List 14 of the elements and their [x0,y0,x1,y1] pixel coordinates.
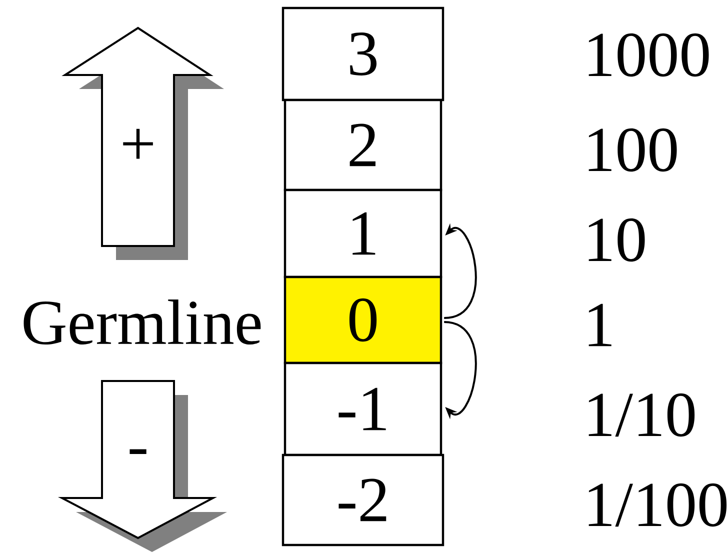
level-box: -2 [282,454,444,546]
level-box: 1 [284,188,442,278]
curved-arrow [444,321,477,420]
value-label: 1/100 [588,483,727,527]
level-box: 2 [284,98,442,192]
value-label: 1/10 [588,393,695,437]
value-label: 100 [588,128,677,172]
value-label: 10 [588,218,645,262]
level-box: 3 [282,6,444,102]
level-box: 0 [284,276,442,364]
value-label: 1000 [588,33,709,77]
level-box: -1 [284,362,442,456]
value-label: 1 [588,304,612,346]
side-label: Germline [24,299,261,344]
